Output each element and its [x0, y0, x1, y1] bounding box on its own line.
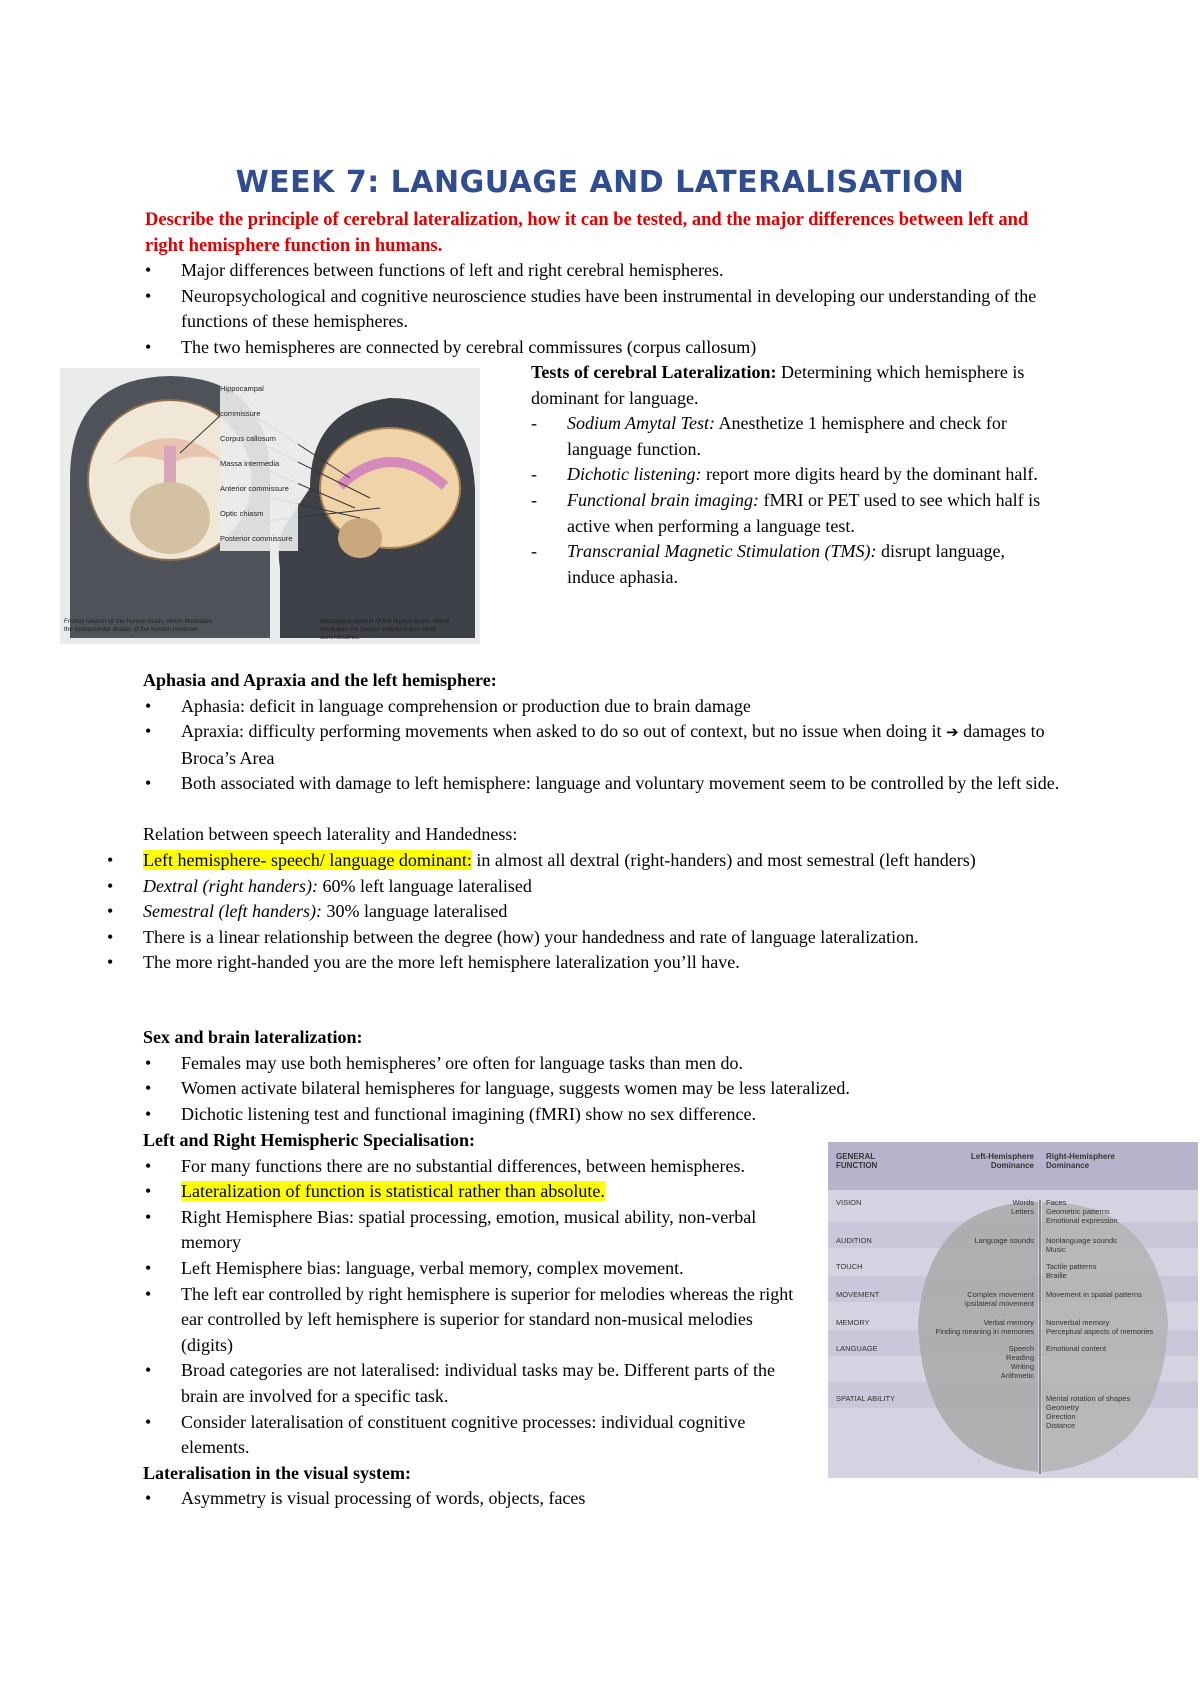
list-item: The two hemispheres are connected by cer…	[143, 335, 1063, 361]
list-item: Consider lateralisation of constituent c…	[143, 1410, 808, 1461]
list-item: Semestral (left handers): 30% language l…	[105, 899, 1063, 925]
fig2-function-label: SPATIAL ABILITY	[836, 1394, 896, 1403]
handedness-text: 60% left language lateralised	[322, 875, 532, 896]
figure1-caption-right: Midsagittal section of the human brain, …	[320, 618, 450, 641]
fig2-function-label: MEMORY	[836, 1318, 870, 1327]
page-title: WEEK 7: LANGUAGE AND LATERALISATION	[235, 165, 965, 200]
highlight-text: Lateralization of function is statistica…	[181, 1181, 605, 1202]
figure1-caption-left: Frontal section of the human brain, whic…	[64, 618, 213, 633]
specialisation-heading: Left and Right Hemispheric Specialisatio…	[143, 1130, 475, 1150]
fig2-function-label: LANGUAGE	[836, 1344, 878, 1353]
specialisation-section: Left and Right Hemispheric Specialisatio…	[143, 1128, 808, 1512]
fig2-left-dominance: Speech Reading Writing Arithmetic	[1000, 1344, 1034, 1380]
list-item: Dextral (right handers): 60% left langua…	[105, 874, 1063, 900]
fig2-function-label: MOVEMENT	[836, 1290, 880, 1299]
arrow-icon: ➔	[946, 723, 959, 742]
list-item: Broad categories are not lateralised: in…	[143, 1358, 808, 1409]
list-item: Women activate bilateral hemispheres for…	[143, 1076, 1063, 1102]
tests-heading: Tests of cerebral Lateralization:	[531, 362, 777, 382]
handedness-text: 30% language lateralised	[326, 901, 508, 922]
term: Semestral (left handers):	[143, 901, 322, 922]
brain-commissures-figure: Hippocampal commissure Corpus callosum M…	[60, 368, 480, 644]
test-text: disrupt language, induce aphasia.	[567, 541, 1005, 587]
test-text: fMRI or PET used to see which half is ac…	[567, 489, 1041, 536]
test-term: Sodium Amytal Test:	[567, 413, 716, 434]
tests-intro-text: Determining which hemisphere is dominant…	[531, 362, 1025, 408]
fig2-left-dominance: Complex movement Ipsilateral movement	[964, 1290, 1034, 1308]
fig2-right-dominance: Movement in spatial patterns	[1046, 1290, 1142, 1299]
sex-heading: Sex and brain lateralization:	[143, 1027, 363, 1047]
handedness-list: Left hemisphere- speech/ language domina…	[105, 848, 1063, 976]
list-item: There is a linear relationship between t…	[105, 925, 1063, 951]
handedness-heading: Relation between speech laterality and H…	[143, 824, 518, 844]
fig2-col1: GENERAL FUNCTION	[836, 1152, 878, 1170]
visual-heading: Lateralisation in the visual system:	[143, 1462, 411, 1483]
list-item: Dichotic listening test and functional i…	[143, 1102, 1063, 1128]
list-item: Transcranial Magnetic Stimulation (TMS):…	[531, 539, 1051, 590]
label-hippocampal-commissure: Hippocampal commissure	[220, 384, 264, 418]
apraxia-text: Apraxia: difficulty performing movements…	[181, 721, 942, 742]
fig2-right-dominance: Nonverbal memory Perceptual aspects of m…	[1046, 1318, 1154, 1336]
apraxia-text-end: damages to Broca’s Area	[181, 721, 1045, 768]
aphasia-heading: Aphasia and Apraxia and the left hemisph…	[143, 670, 497, 690]
list-item: The more right-handed you are the more l…	[105, 950, 1063, 976]
label-optic-chiasm: Optic chiasm	[220, 509, 264, 518]
handedness-text: in almost all dextral (right-handers) an…	[476, 850, 976, 870]
list-item: Sodium Amytal Test: Anesthetize 1 hemisp…	[531, 411, 1051, 462]
tests-section: Tests of cerebral Lateralization: Determ…	[531, 360, 1051, 590]
test-term: Transcranial Magnetic Stimulation (TMS):	[567, 541, 877, 562]
list-item: Left Hemisphere bias: language, verbal m…	[143, 1256, 808, 1282]
list-item: Neuropsychological and cognitive neurosc…	[143, 284, 1063, 335]
aphasia-list: Aphasia: deficit in language comprehensi…	[143, 694, 1063, 797]
aphasia-section: Aphasia and Apraxia and the left hemisph…	[143, 668, 1063, 797]
list-item: Females may use both hemispheres’ ore of…	[143, 1051, 1063, 1077]
list-item: Aphasia: deficit in language comprehensi…	[143, 694, 1063, 720]
fig2-right-dominance: Nonlanguage sounds Music	[1046, 1236, 1117, 1254]
tests-intro: Tests of cerebral Lateralization: Determ…	[531, 360, 1051, 411]
list-item: Major differences between functions of l…	[143, 258, 1063, 284]
hemisphere-dominance-figure: GENERAL FUNCTION Left-Hemisphere Dominan…	[828, 1142, 1198, 1478]
fig2-function-label: VISION	[836, 1198, 862, 1207]
sex-section: Sex and brain lateralization: Females ma…	[143, 1025, 1063, 1127]
label-anterior-commissure: Anterior commissure	[220, 484, 289, 493]
learning-objective: Describe the principle of cerebral later…	[145, 210, 1029, 256]
visual-list: Asymmetry is visual processing of words,…	[143, 1486, 808, 1512]
sex-list: Females may use both hemispheres’ ore of…	[143, 1051, 1063, 1128]
fig2-left-dominance: Verbal memory Finding meaning in memorie…	[935, 1318, 1034, 1336]
list-item: For many functions there are no substant…	[143, 1154, 808, 1180]
fig2-function-label: AUDITION	[836, 1236, 872, 1245]
fig2-right-dominance: Mental rotation of shapes Geometry Direc…	[1046, 1394, 1131, 1430]
list-item: The left ear controlled by right hemisph…	[143, 1282, 808, 1359]
fig2-right-dominance: Faces Geometric patterns Emotional expre…	[1046, 1198, 1118, 1225]
fig2-col3: Right-Hemisphere Dominance	[1046, 1152, 1115, 1170]
list-item: Lateralization of function is statistica…	[143, 1179, 808, 1205]
fig2-right-dominance: Emotional content	[1046, 1344, 1107, 1353]
list-item: Right Hemisphere Bias: spatial processin…	[143, 1205, 808, 1256]
list-item: Apraxia: difficulty performing movements…	[143, 719, 1063, 771]
label-massa-intermedia: Massa intermedia	[220, 459, 280, 468]
fig2-right-dominance: Tactile patterns Braille	[1046, 1262, 1097, 1280]
term: Dextral (right handers):	[143, 875, 318, 896]
test-text: report more digits heard by the dominant…	[705, 464, 1038, 485]
list-item: Dichotic listening: report more digits h…	[531, 462, 1051, 488]
list-item: Asymmetry is visual processing of words,…	[143, 1486, 808, 1512]
fig2-left-dominance: Words Letters	[1011, 1198, 1034, 1216]
list-item: Functional brain imaging: fMRI or PET us…	[531, 488, 1051, 539]
fig2-left-dominance: Language sounds	[974, 1236, 1034, 1245]
figure1-labels: Hippocampal commissure Corpus callosum M…	[220, 376, 298, 551]
label-corpus-callosum: Corpus callosum	[220, 434, 276, 443]
test-text: Anesthetize 1 hemisphere and check for l…	[567, 413, 1007, 459]
intro-list: Major differences between functions of l…	[143, 258, 1063, 360]
tests-list: Sodium Amytal Test: Anesthetize 1 hemisp…	[531, 411, 1051, 590]
list-item: Both associated with damage to left hemi…	[143, 771, 1063, 797]
test-term: Dichotic listening:	[567, 464, 702, 485]
test-term: Functional brain imaging:	[567, 489, 759, 510]
list-item: Left hemisphere- speech/ language domina…	[105, 848, 1063, 874]
label-posterior-commissure: Posterior commissure	[220, 534, 293, 543]
fig2-function-label: TOUCH	[836, 1262, 863, 1271]
highlight-text: Left hemisphere- speech/ language domina…	[143, 850, 472, 870]
fig2-col2: Left-Hemisphere Dominance	[970, 1152, 1034, 1170]
specialisation-list: For many functions there are no substant…	[143, 1154, 808, 1461]
